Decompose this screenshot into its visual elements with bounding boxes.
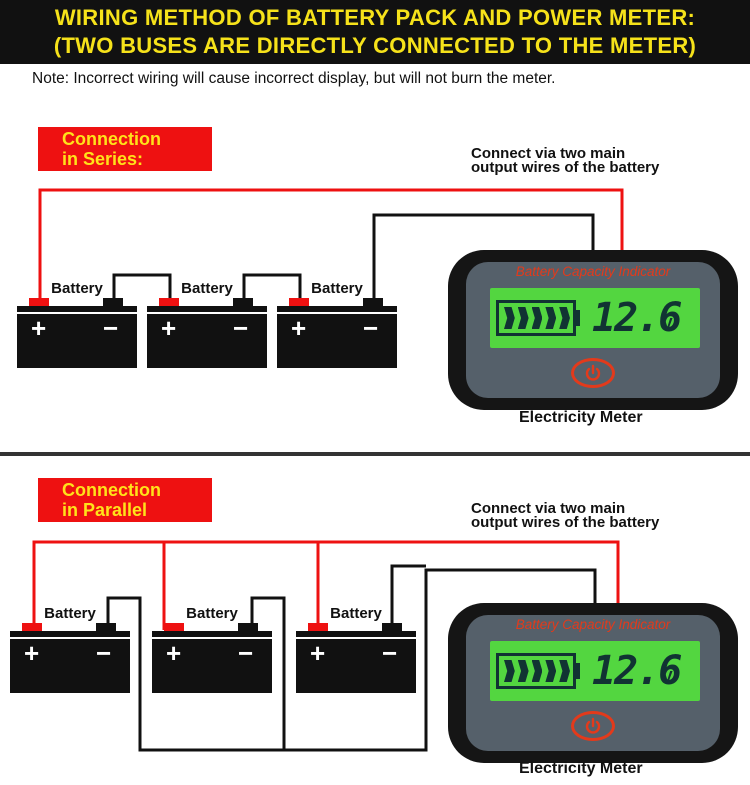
parallel-label-line2: in Parallel (62, 500, 148, 520)
series-label-line1: Connection (62, 129, 161, 149)
plus-icon: + (291, 313, 307, 343)
battery-label: Battery (181, 280, 233, 297)
meter-reading: 12.6 (592, 295, 682, 341)
series-meter: Battery Capacity Indicator 12.6 V (448, 250, 738, 410)
header-banner: WIRING METHOD OF BATTERY PACK AND POWER … (0, 0, 750, 64)
battery-body (296, 639, 416, 693)
battery-level-icon (496, 653, 576, 689)
battery-label: Battery (51, 280, 103, 297)
negative-terminal (382, 623, 402, 631)
battery-lid (147, 306, 267, 312)
series-meter-label: Electricity Meter (519, 409, 643, 426)
plus-icon: + (161, 313, 177, 343)
meter-lcd: 12.6 V (490, 288, 700, 348)
warning-note: Note: Incorrect wiring will cause incorr… (32, 70, 556, 87)
battery-level-nub (576, 310, 580, 326)
series-label-line2: in Series: (62, 149, 144, 169)
parallel-negative-link-2 (250, 596, 286, 750)
parallel-connect-line1: Connect via two main (471, 500, 626, 517)
parallel-wires (32, 540, 620, 752)
series-section: Connection in Series: Connect via two ma… (0, 100, 750, 450)
battery-lid (296, 631, 416, 637)
parallel-section: Connection in Parallel Connect via two m… (0, 458, 750, 785)
minus-icon: − (103, 313, 119, 343)
series-battery-3: Battery + − (277, 280, 397, 368)
parallel-connect-line2: output wires of the battery (471, 514, 660, 531)
battery-label: Battery (330, 605, 382, 622)
series-battery-2: Battery + − (147, 280, 267, 368)
battery-body (17, 314, 137, 368)
battery-lid (277, 306, 397, 312)
plus-icon: + (24, 638, 40, 668)
negative-terminal (363, 298, 383, 306)
meter-unit: V (662, 316, 673, 333)
battery-level-nub (576, 663, 580, 679)
negative-terminal (96, 623, 116, 631)
meter-lcd: 12.6 V (490, 641, 700, 701)
positive-terminal (159, 298, 179, 306)
battery-lid (10, 631, 130, 637)
battery-level-icon (496, 300, 576, 336)
meter-reading: 12.6 (592, 648, 682, 694)
power-icon[interactable] (571, 711, 615, 741)
negative-terminal (103, 298, 123, 306)
negative-terminal (238, 623, 258, 631)
plus-icon: + (310, 638, 326, 668)
positive-terminal (308, 623, 328, 631)
battery-lid (152, 631, 272, 637)
minus-icon: − (382, 638, 398, 668)
series-link-wire-2 (242, 273, 302, 308)
battery-body (147, 314, 267, 368)
series-link-wire-1 (112, 273, 172, 308)
series-negative-wire (372, 213, 595, 308)
negative-terminal (233, 298, 253, 306)
battery-lid (17, 306, 137, 312)
battery-body (10, 639, 130, 693)
parallel-label-box: Connection in Parallel (38, 478, 212, 522)
minus-icon: − (238, 638, 254, 668)
minus-icon: − (363, 313, 379, 343)
parallel-label-line1: Connection (62, 480, 161, 500)
minus-icon: − (96, 638, 112, 668)
positive-terminal (164, 623, 184, 631)
battery-body (152, 639, 272, 693)
positive-terminal (289, 298, 309, 306)
parallel-negative-link-3 (390, 564, 426, 630)
power-icon[interactable] (571, 358, 615, 388)
positive-terminal (29, 298, 49, 306)
series-battery-1: Battery + − (17, 280, 137, 368)
parallel-battery-1: Battery + − (10, 605, 130, 693)
series-connect-text: Connect via two main output wires of the… (471, 145, 660, 176)
series-connect-line1: Connect via two main (471, 145, 626, 162)
series-wires (38, 188, 624, 308)
parallel-battery-3: Battery + − (296, 605, 416, 693)
plus-icon: + (31, 313, 47, 343)
battery-label: Battery (44, 605, 96, 622)
series-connect-line2: output wires of the battery (471, 159, 660, 176)
series-label-box: Connection in Series: (38, 127, 212, 171)
section-divider (0, 452, 750, 456)
battery-label: Battery (186, 605, 238, 622)
positive-terminal (22, 623, 42, 631)
plus-icon: + (166, 638, 182, 668)
series-positive-wire (38, 188, 624, 308)
parallel-meter-label: Electricity Meter (519, 760, 643, 777)
parallel-meter: Battery Capacity Indicator 12.6 V (448, 603, 738, 763)
header-title-line2: (TWO BUSES ARE DIRECTLY CONNECTED TO THE… (53, 33, 697, 58)
battery-label: Battery (311, 280, 363, 297)
meter-unit: V (662, 669, 673, 686)
meter-title: Battery Capacity Indicator (515, 264, 671, 279)
battery-body (277, 314, 397, 368)
parallel-positive-bus (32, 540, 620, 630)
parallel-connect-text: Connect via two main output wires of the… (471, 500, 660, 531)
parallel-battery-2: Battery + − (152, 605, 272, 693)
header-title-line1: WIRING METHOD OF BATTERY PACK AND POWER … (54, 5, 696, 30)
meter-title: Battery Capacity Indicator (515, 617, 671, 632)
minus-icon: − (233, 313, 249, 343)
